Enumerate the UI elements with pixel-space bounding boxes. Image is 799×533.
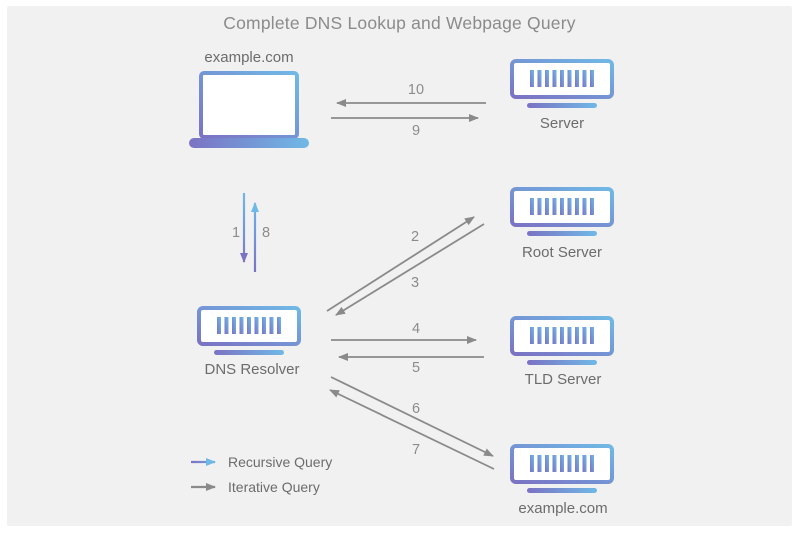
tld-server-label: TLD Server — [524, 371, 602, 388]
step-label-10: 10 — [407, 82, 425, 98]
root-server-icon — [510, 187, 614, 236]
web-server-label: Server — [539, 115, 585, 132]
arrow-step-7 — [329, 389, 495, 470]
step-label-1: 1 — [231, 225, 241, 241]
arrow-step-2 — [326, 216, 475, 312]
step-label-7: 7 — [411, 442, 421, 458]
step-label-4: 4 — [411, 321, 421, 337]
authoritative-server-icon — [510, 444, 614, 493]
arrow-step-3 — [335, 223, 485, 316]
authoritative-server-label: example.com — [518, 500, 608, 517]
step-label-2: 2 — [410, 229, 420, 245]
legend-iterative-label: Iterative Query — [228, 479, 320, 495]
root-server-label: Root Server — [521, 244, 603, 261]
diagram-panel — [7, 6, 792, 526]
arrow-step-6 — [330, 376, 494, 457]
client-node-label: example.com — [204, 49, 294, 66]
legend-recursive-label: Recursive Query — [228, 454, 333, 470]
tld-server-icon — [510, 316, 614, 365]
step-label-8: 8 — [261, 225, 271, 241]
step-label-9: 9 — [411, 123, 421, 139]
server-icon — [510, 59, 614, 108]
step-label-3: 3 — [410, 275, 420, 291]
step-label-6: 6 — [411, 401, 421, 417]
dns-resolver-label: DNS Resolver — [204, 361, 300, 378]
dns-resolver-icon — [197, 306, 301, 355]
step-label-5: 5 — [411, 360, 421, 376]
diagram-title: Complete DNS Lookup and Webpage Query — [223, 13, 576, 33]
laptop-icon — [189, 71, 309, 148]
